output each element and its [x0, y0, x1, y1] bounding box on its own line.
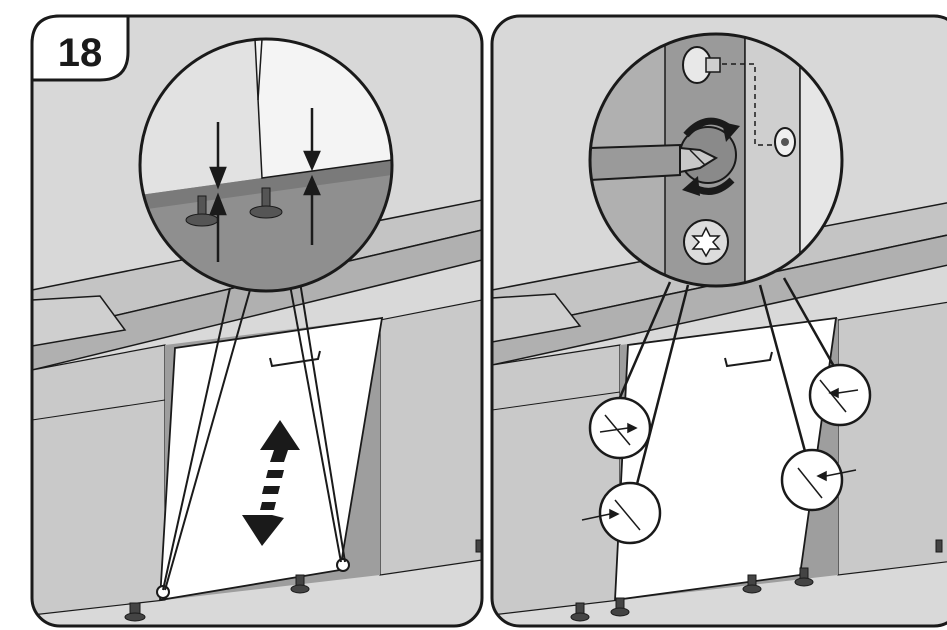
torx-screw-icon — [684, 220, 728, 264]
right-panel — [492, 16, 947, 626]
zoom-detail-screw — [590, 34, 842, 286]
step-number: 18 — [58, 31, 103, 75]
left-panel: 18 — [32, 16, 482, 626]
side-screw-icon — [775, 128, 795, 156]
zoom-detail-feet — [140, 39, 392, 291]
step-number-badge: 18 — [32, 16, 128, 80]
